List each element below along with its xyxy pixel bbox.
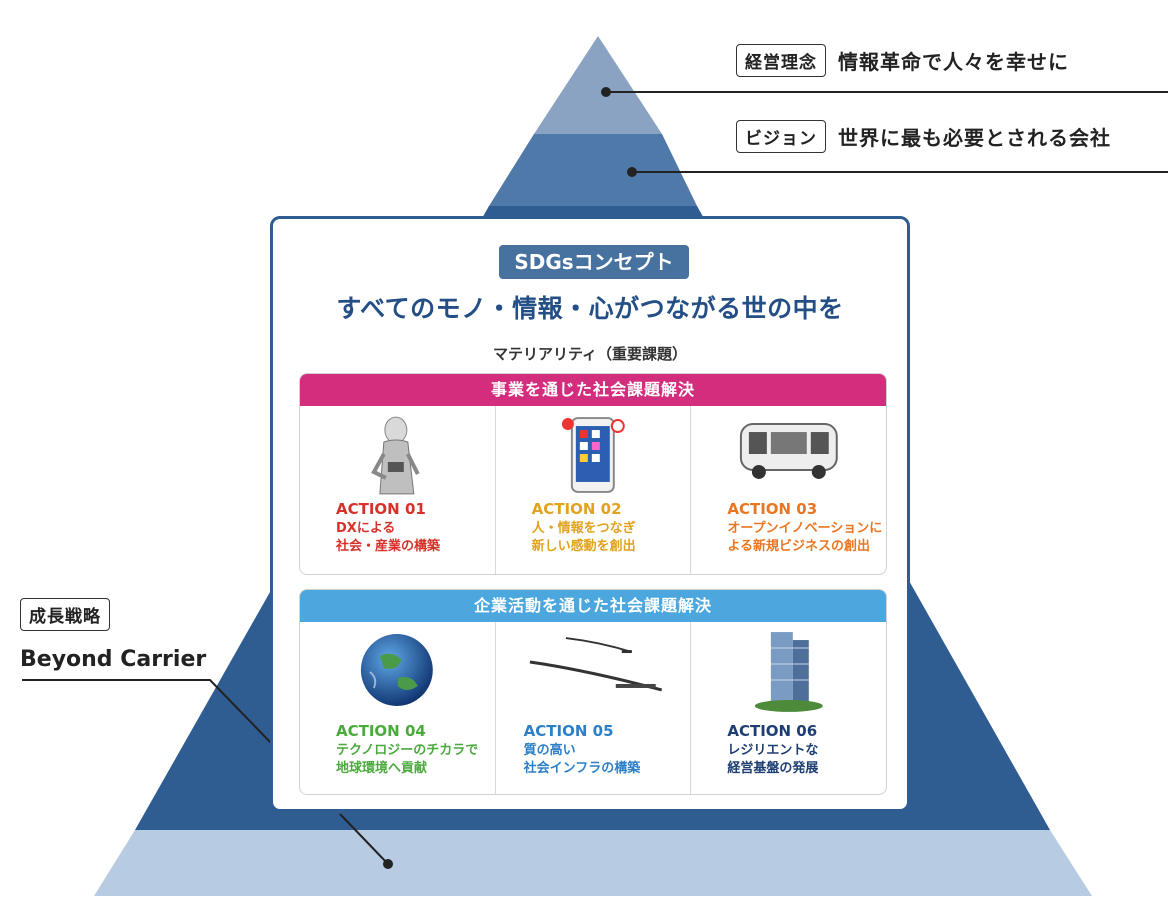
vision-text: 世界に最も必要とされる会社 (838, 126, 1111, 150)
action-06-number: ACTION 06 (727, 722, 818, 740)
action-02-desc-line2: 新しい感動を創出 (531, 539, 636, 554)
action-02-description: 人・情報をつなぎ 新しい感動を創出 (532, 520, 636, 556)
action-03-card: ACTION 03 オープンイノベーションに よる新規ビジネスの創出 (690, 406, 886, 574)
action-06-desc-line1: レジリエントな (727, 743, 819, 758)
philosophy-label: 経営理念 情報革命で人々を幸せに (736, 44, 1069, 77)
action-03-desc-line2: よる新規ビジネスの創出 (727, 539, 870, 554)
stratospheric-aircraft-icon (529, 637, 662, 692)
corporate-group-header: 企業活動を通じた社会課題解決 (300, 590, 886, 622)
action-01-desc-line1: DXによる (336, 521, 396, 536)
sdgs-concept-badge: SDGsコンセプト (499, 245, 689, 279)
action-04-description: テクノロジーのチカラで 地球環境へ貢献 (336, 742, 478, 778)
action-03-description: オープンイノベーションに よる新規ビジネスの創出 (727, 520, 882, 556)
action-01-number: ACTION 01 (336, 500, 426, 518)
action-02-desc-line1: 人・情報をつなぎ (531, 521, 636, 536)
concept-title: すべてのモノ・情報・心がつながる世の中を (336, 294, 844, 323)
business-group-header: 事業を通じた社会課題解決 (300, 374, 886, 406)
action-06-description: レジリエントな 経営基盤の発展 (727, 742, 818, 778)
action-05-desc-line2: 社会インフラの構築 (523, 761, 641, 776)
action-05-desc-line1: 質の高い (523, 743, 576, 758)
action-02-number: ACTION 02 (531, 500, 622, 518)
action-05-description: 質の高い 社会インフラの構築 (524, 742, 641, 778)
materiality-label: マテリアリティ（重要課題） (492, 345, 688, 363)
action-01-desc-line2: 社会・産業の構築 (336, 539, 441, 554)
base-pointer-line (339, 813, 389, 865)
action-04-desc-line1: テクノロジーのチカラで (336, 743, 479, 758)
smartphone-icon (561, 417, 625, 493)
strategy-pointer-line (22, 679, 273, 745)
action-04-number: ACTION 04 (336, 722, 426, 740)
autonomous-bus-icon (740, 423, 839, 479)
action-01-description: DXによる 社会・産業の構築 (336, 520, 440, 556)
action-02-card: ACTION 02 人・情報をつなぎ 新しい感動を創出 (494, 406, 691, 574)
action-06-desc-line2: 経営基盤の発展 (727, 761, 819, 776)
action-04-desc-line2: 地球環境へ貢献 (336, 761, 428, 776)
base-pointer-dot (383, 859, 393, 869)
action-01-card: ACTION 01 DXによる 社会・産業の構築 (300, 406, 495, 574)
vision-label: ビジョン 世界に最も必要とされる会社 (736, 120, 1111, 153)
earth-icon (360, 634, 433, 706)
action-05-number: ACTION 05 (523, 722, 614, 740)
robot-icon (371, 416, 420, 495)
philosophy-tag: 経営理念 (736, 44, 826, 77)
corporate-group: 企業活動を通じた社会課題解決 ACTION 04 (299, 589, 887, 795)
sdgs-concept-card: SDGsコンセプト すべてのモノ・情報・心がつながる世の中を マテリアリティ（重… (270, 216, 910, 812)
action-03-desc-line1: オープンイノベーションに (727, 521, 883, 536)
vision-tag: ビジョン (736, 120, 826, 153)
pyramid-tier-vision (489, 134, 697, 206)
action-03-number: ACTION 03 (727, 500, 818, 518)
pyramid-tier-base (94, 830, 1092, 896)
action-04-card: ACTION 04 テクノロジーのチカラで 地球環境へ貢献 (300, 622, 495, 794)
pyramid-tier-philosophy (534, 36, 662, 134)
action-06-card: ACTION 06 レジリエントな 経営基盤の発展 (690, 622, 886, 794)
business-group: 事業を通じた社会課題解決 ACTION 01 DXによる 社会・産業の構築 (299, 373, 887, 575)
strategy-tag: 成長戦略 (20, 598, 110, 631)
strategy-text: Beyond Carrier (20, 647, 207, 672)
strategy-label: 成長戦略 Beyond Carrier (20, 598, 206, 672)
action-05-card: ACTION 05 質の高い 社会インフラの構築 (494, 622, 691, 794)
office-tower-icon (755, 632, 824, 712)
philosophy-text: 情報革命で人々を幸せに (838, 50, 1069, 74)
